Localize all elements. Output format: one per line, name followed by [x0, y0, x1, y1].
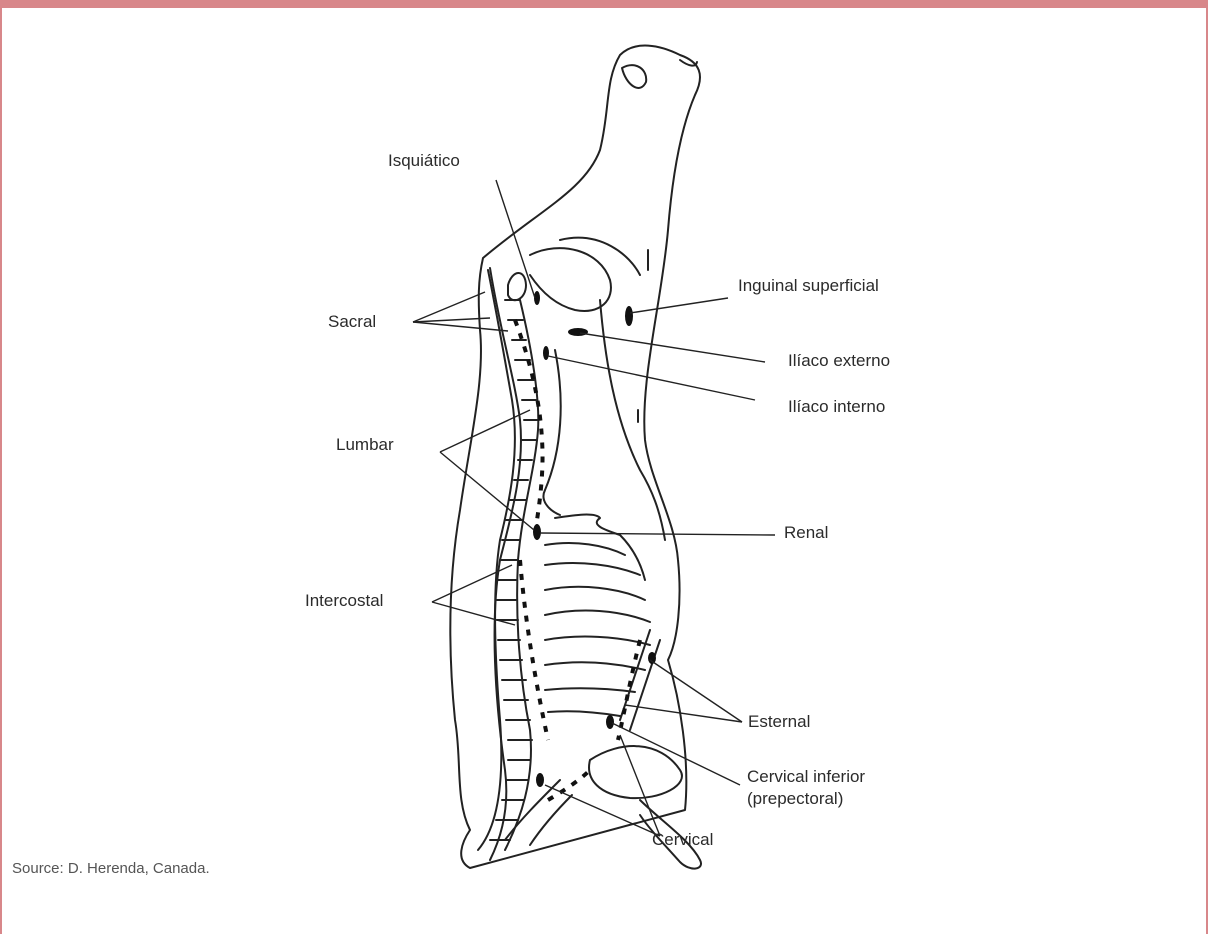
label-renal: Renal	[784, 522, 828, 544]
ribs	[545, 543, 650, 716]
carcass-outline	[450, 46, 700, 868]
inner-back-line	[490, 268, 521, 860]
neck-line-2	[530, 795, 572, 845]
pelvis	[530, 248, 611, 311]
flank-line	[543, 350, 560, 515]
obturator	[508, 273, 526, 300]
label-lumbar: Lumbar	[336, 434, 394, 456]
label-cervical-inferior: Cervical inferior	[747, 766, 865, 788]
label-inguinal-superficial: Inguinal superficial	[738, 275, 879, 297]
label-isquiatico: Isquiático	[388, 150, 460, 172]
label-cervical: Cervical	[652, 829, 713, 851]
pelvic-arch	[560, 238, 640, 275]
leader-lines	[413, 180, 775, 836]
label-sacral: Sacral	[328, 311, 376, 333]
forelimb	[589, 746, 682, 798]
body-wall-line	[600, 300, 665, 540]
source-caption: Source: D. Herenda, Canada.	[12, 860, 210, 877]
hock	[622, 65, 646, 88]
label-intercostal: Intercostal	[305, 590, 383, 612]
label-prepectoral: (prepectoral)	[747, 788, 843, 810]
neck-line	[505, 780, 560, 840]
label-esternal: Esternal	[748, 711, 810, 733]
label-iliaco-externo: Ilíaco externo	[788, 350, 890, 372]
label-iliaco-interno: Ilíaco interno	[788, 396, 885, 418]
